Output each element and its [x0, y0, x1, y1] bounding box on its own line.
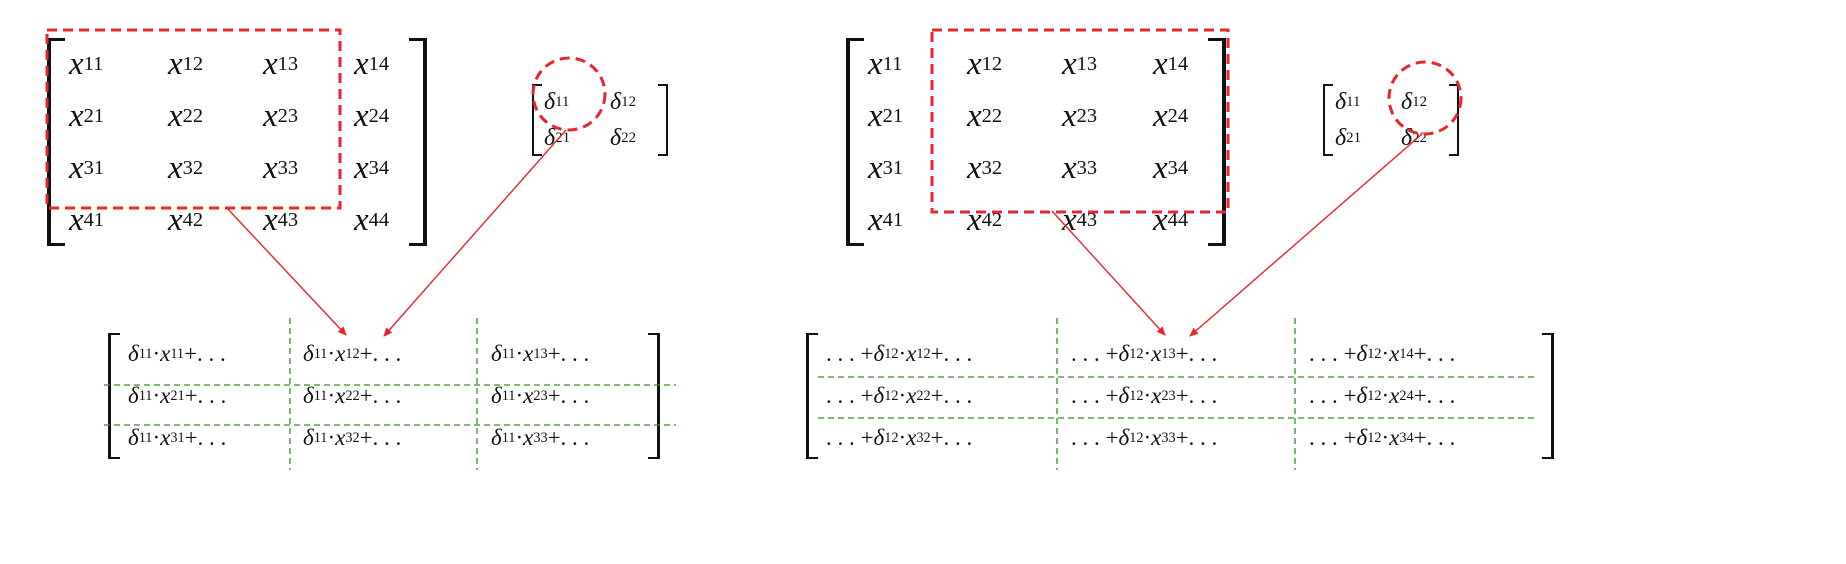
left-bracket — [846, 38, 864, 246]
left-bracket — [806, 333, 818, 459]
right-bracket — [648, 333, 660, 459]
left-bracket — [1323, 84, 1333, 156]
right-bracket — [1208, 38, 1226, 246]
left-bracket — [532, 84, 542, 156]
right-bracket — [1449, 84, 1459, 156]
left-bracket — [108, 333, 120, 459]
right-bracket — [658, 84, 668, 156]
right-bracket — [1542, 333, 1554, 459]
left-bracket — [47, 38, 65, 246]
right-bracket — [409, 38, 427, 246]
